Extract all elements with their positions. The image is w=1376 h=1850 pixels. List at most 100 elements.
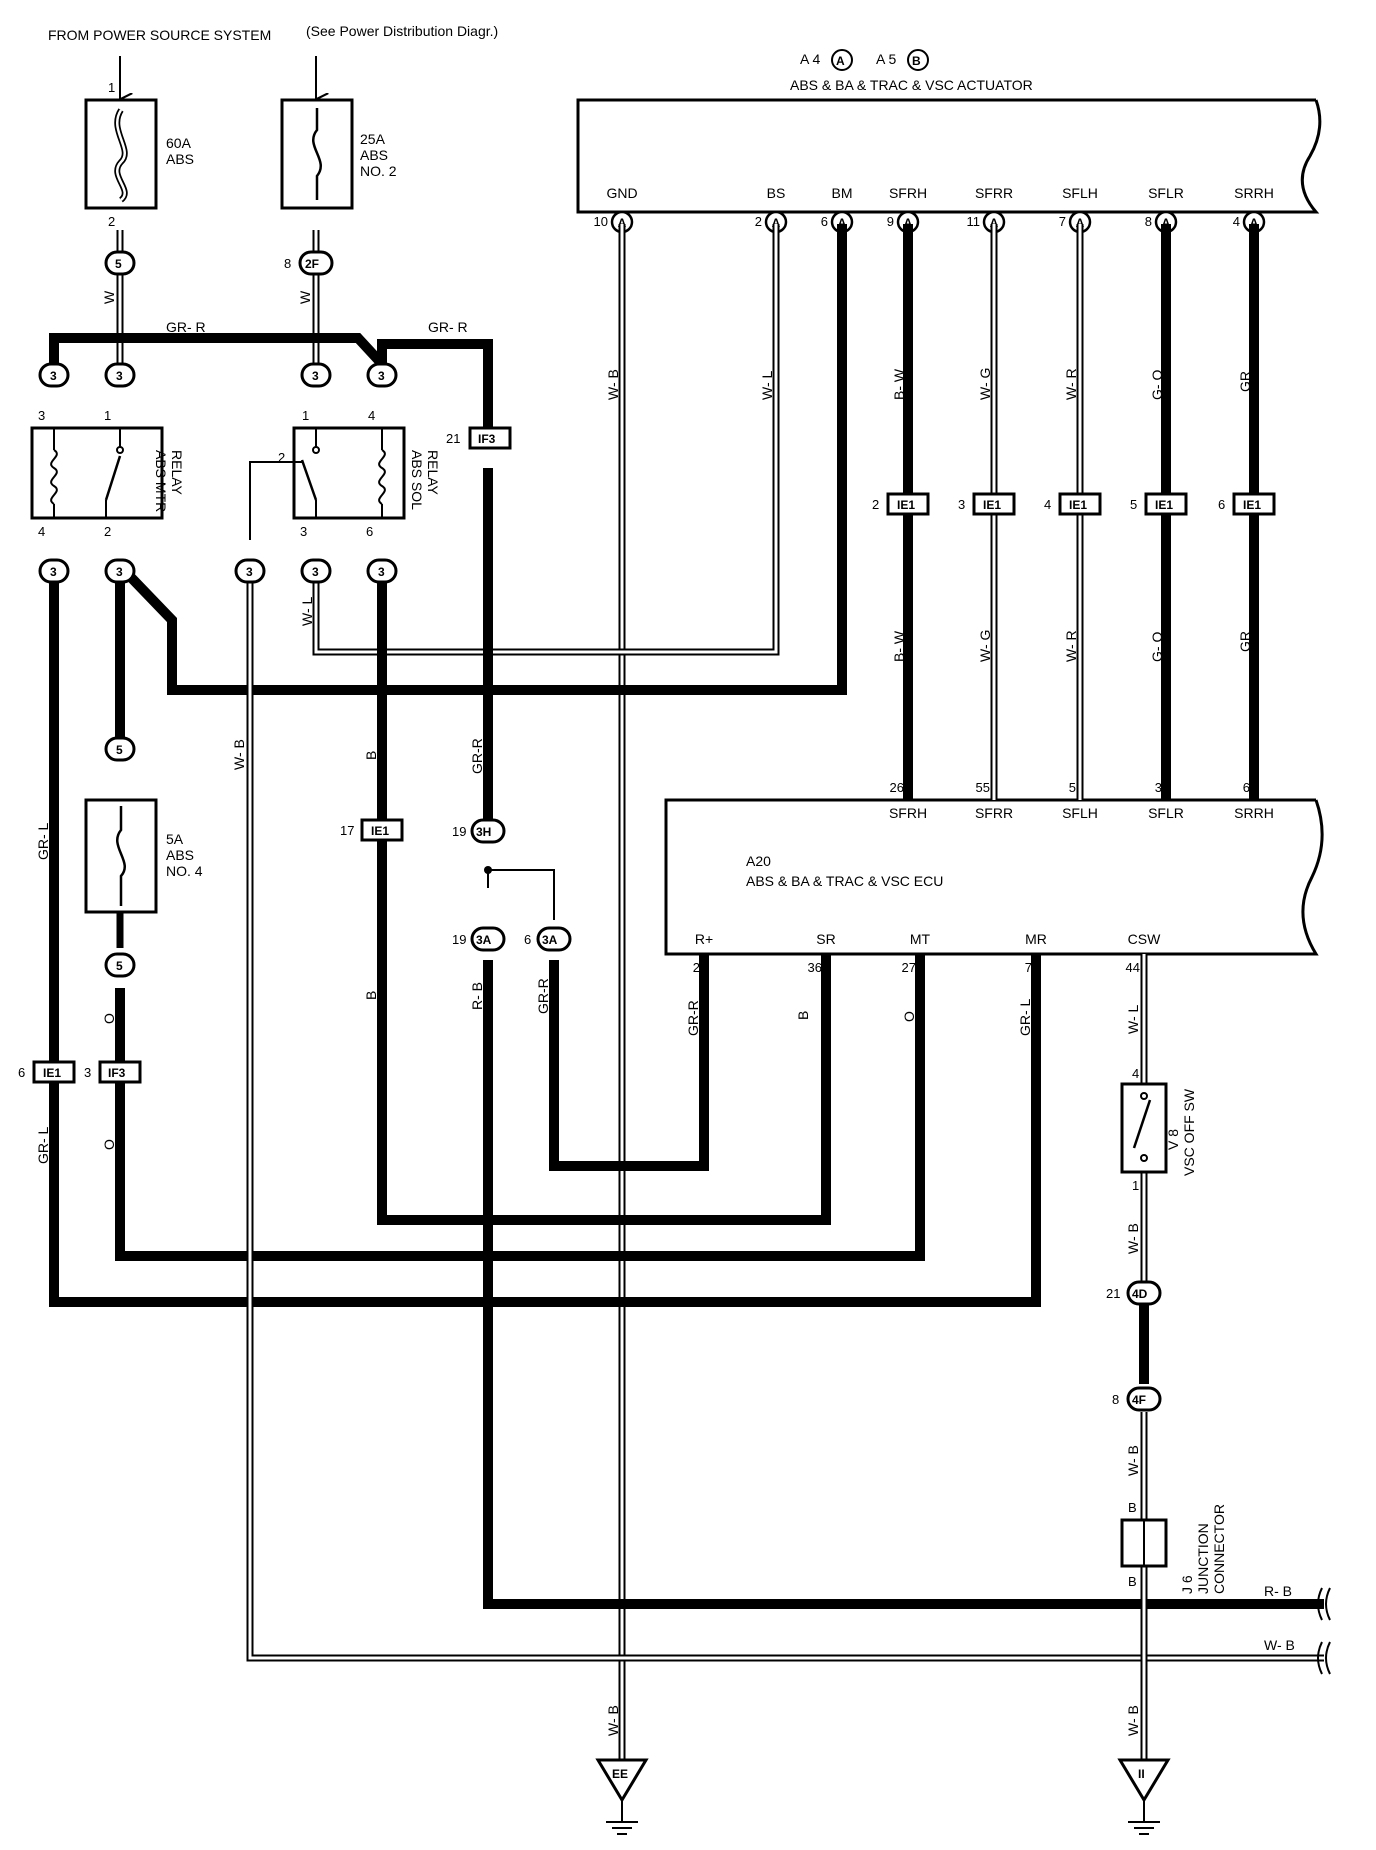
actuator-box (576, 98, 1322, 214)
connector-shape-44 (1144, 492, 1188, 516)
conn-ie1-3: IE1 (972, 492, 1016, 516)
conn-if3-3: IF3 (98, 1060, 142, 1084)
fuse25-rating: 25A (360, 131, 386, 147)
label-grr-2: GR- R (428, 319, 468, 335)
conn-3-d: 3 (366, 362, 398, 388)
label-wg-bottom: W- G (977, 630, 993, 662)
label-wb-sw: W- B (1125, 1223, 1141, 1254)
connector-label-47: IE1 (1243, 498, 1261, 512)
label-wl-sol: W- L (299, 596, 315, 626)
junction-line2: CONNECTOR (1211, 1504, 1227, 1594)
actuator-pin-num-5: 7 (1059, 214, 1066, 229)
fuse5-name: ABS (166, 847, 194, 863)
conn-5-fuse60: 5 (104, 250, 136, 276)
connector-label-33: 4D (1132, 1287, 1148, 1301)
junction-pin-bottom: B (1128, 1574, 1137, 1589)
connector-label-31: 3A (542, 933, 558, 947)
connector-label-15: 3 (116, 565, 123, 579)
ecu-top-pin-name-3: SFLR (1148, 805, 1184, 821)
connector-label-27: 3H (476, 825, 491, 839)
connector-shape-46 (1232, 492, 1276, 516)
conn-ie1-5: IE1 (1144, 492, 1188, 516)
conn-4f: 4F (1126, 1386, 1162, 1412)
connector-label-11: 3 (378, 369, 385, 383)
connector-label-1: 5 (115, 257, 122, 271)
junction-line1: JUNCTION (1195, 1523, 1211, 1594)
ecu-top-pin-name-0: SFRH (889, 805, 927, 821)
pin-19-3a: 19 (452, 932, 466, 947)
actuator-pin-num-6: 8 (1145, 214, 1152, 229)
actuator-pin-conn-label-1: A (772, 216, 781, 230)
wire-3h-split (487, 869, 555, 920)
connector-label-19: 3 (312, 565, 319, 579)
actuator-pin-conn-label-3: A (904, 216, 913, 230)
pin-8-4f: 8 (1112, 1392, 1119, 1407)
conn-ie1-6-left: IE1 (32, 1060, 76, 1084)
junction-id: J 6 (1179, 1575, 1195, 1594)
conn-if3-21: IF3 (468, 426, 512, 450)
wire-wb-lower-inner (248, 580, 1324, 1660)
actuator-pin-name-0: GND (606, 185, 637, 201)
ecu-bottom-pin-num-3: 7 (1025, 960, 1032, 975)
pin-6-3a: 6 (524, 932, 531, 947)
power-source-label: FROM POWER SOURCE SYSTEM (48, 27, 271, 43)
break-mark-rb (1317, 1587, 1331, 1621)
label-wl-csw: W- L (1125, 1004, 1141, 1034)
fuse-5a: 5A ABS NO. 4 (84, 798, 203, 948)
fuse25-name2: NO. 2 (360, 163, 397, 179)
actuator-pin-name-3: SFRH (889, 185, 927, 201)
ecu-name: ABS & BA & TRAC & VSC ECU (746, 873, 943, 889)
fuse60-pin-bottom: 2 (108, 214, 115, 229)
label-b-1: B (363, 751, 379, 760)
connector-shape-20 (366, 558, 398, 584)
actuator-pin-num-1: 2 (755, 214, 762, 229)
actuator-name: ABS & BA & TRAC & VSC ACTUATOR (790, 77, 1033, 93)
mtr-pin-3: 3 (38, 408, 45, 423)
connector-shape-16 (234, 558, 266, 584)
mtr-relay-line2: RELAY (169, 450, 185, 496)
actuator-pin-name-1: BS (767, 185, 786, 201)
ecu: A20 ABS & BA & TRAC & VSC ECU 26SFRH55SF… (664, 780, 1324, 975)
connector-label-3: 2F (305, 257, 319, 271)
pin-4-ie1: 4 (1044, 497, 1051, 512)
wire-rb (483, 960, 1324, 1609)
connector-label-41: IE1 (983, 498, 1001, 512)
sol-contact-point (312, 446, 320, 454)
pin-2-ie1: 2 (872, 497, 879, 512)
label-wb-4f: W- B (1125, 1445, 1141, 1476)
pin-17-ie1: 17 (340, 823, 354, 838)
sol-pin-6: 6 (366, 524, 373, 539)
actuator-pin-num-7: 4 (1233, 214, 1240, 229)
mtr-contact-arm (104, 455, 122, 501)
connector-shape-38 (886, 492, 930, 516)
fuse-60a: 1 2 60A ABS (84, 56, 194, 229)
connector-shape-30 (536, 926, 572, 952)
connector-label-23: 5 (116, 743, 123, 757)
label-b-sr: B (795, 1011, 811, 1020)
connector-label-45: IE1 (1155, 498, 1173, 512)
abs-sol-relay: ABS SOL RELAY (249, 426, 441, 540)
label-wb-gnd: W- B (605, 369, 621, 400)
mtr-pin-4: 4 (38, 524, 45, 539)
actuator-conn-a-label: A 4 (800, 51, 820, 67)
sol-pin-1: 1 (302, 408, 309, 423)
actuator-pin-name-2: BM (832, 185, 853, 201)
ecu-id: A20 (746, 853, 771, 869)
actuator-conn-b-label: A 5 (876, 51, 896, 67)
label-rb-right: R- B (1264, 1583, 1292, 1599)
ground-ii-label: II (1138, 1767, 1145, 1781)
fuse25-name: ABS (360, 147, 388, 163)
connector-shape-14 (104, 558, 136, 584)
connector-label-37: IF3 (478, 432, 496, 446)
fuse25-element (312, 108, 322, 200)
connector-shape-12 (38, 558, 70, 584)
wire-bm (116, 224, 847, 695)
fuse60-name: ABS (166, 151, 194, 167)
conn-4d: 4D (1126, 1280, 1162, 1306)
connector-shape-6 (104, 362, 136, 388)
mtr-contact-point (116, 446, 124, 454)
connector-label-49: IE1 (371, 824, 389, 838)
pin-21-if3: 21 (446, 431, 460, 446)
label-rb-3a: R- B (469, 982, 485, 1010)
ecu-pins: 26SFRH55SFRR5SFLH3SFLR6SRRHR+2SR36MT27MR… (693, 780, 1274, 975)
